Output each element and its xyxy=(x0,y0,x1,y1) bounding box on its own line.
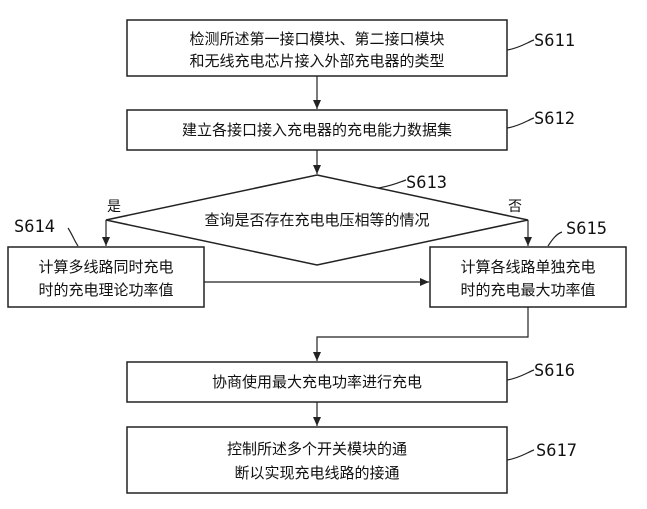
s612-leader xyxy=(506,117,535,129)
step-s613-diamond xyxy=(105,174,529,266)
step-s611: 检测所述第一接口模块、第二接口模块 和无线充电芯片接入外部充电器的类型 xyxy=(126,19,508,77)
step-s617-box xyxy=(126,426,508,494)
step-s615: 计算各线路单独充电 时的充电最大功率值 xyxy=(429,246,627,308)
step-s614-label: S614 xyxy=(14,217,55,237)
step-s611-label: S611 xyxy=(534,31,575,51)
s616-leader xyxy=(506,369,535,381)
connector-615-616 xyxy=(313,307,529,361)
step-s613: 查询是否存在充电电压相等的情况 xyxy=(105,174,529,266)
step-s613-label: S613 xyxy=(406,173,447,193)
step-s611-box xyxy=(126,19,508,77)
step-s612: 建立各接口接入充电器的充电能力数据集 xyxy=(126,109,508,151)
step-s617: 控制所述多个开关模块的通 断以实现充电线路的接通 xyxy=(126,426,508,494)
step-s617-label: S617 xyxy=(536,441,577,461)
step-s614-line2: 时的充电理论功率值 xyxy=(38,281,173,299)
step-s612-text: 建立各接口接入充电器的充电能力数据集 xyxy=(182,121,452,139)
step-s614: 计算多线路同时充电 时的充电理论功率值 xyxy=(7,246,205,308)
step-s611-line1: 检测所述第一接口模块、第二接口模块 xyxy=(189,30,444,48)
s611-leader xyxy=(506,39,535,51)
step-s614-box xyxy=(7,246,205,308)
s614-leader xyxy=(67,227,79,247)
step-s615-line1: 计算各线路单独充电 xyxy=(460,258,595,276)
step-s616-label: S616 xyxy=(534,361,575,381)
step-s612-label: S612 xyxy=(534,109,575,129)
step-s616-box xyxy=(126,361,508,403)
step-s615-label: S615 xyxy=(566,219,607,239)
s615-leader xyxy=(547,231,563,247)
step-s617-line2: 断以实现充电线路的接通 xyxy=(234,464,399,482)
step-s617-line1: 控制所述多个开关模块的通 xyxy=(227,440,407,458)
branch-no-label: 否 xyxy=(508,199,522,215)
step-s614-line1: 计算多线路同时充电 xyxy=(38,258,173,276)
step-s613-text: 查询是否存在充电电压相等的情况 xyxy=(204,211,429,229)
step-s612-box xyxy=(126,109,508,151)
branch-yes-label: 是 xyxy=(107,199,121,215)
step-s616-text: 协商使用最大充电功率进行充电 xyxy=(212,373,422,391)
step-s615-box xyxy=(429,246,627,308)
step-s615-line2: 时的充电最大功率值 xyxy=(460,281,595,299)
step-s616: 协商使用最大充电功率进行充电 xyxy=(126,361,508,403)
step-s611-line2: 和无线充电芯片接入外部充电器的类型 xyxy=(189,52,444,70)
s617-leader xyxy=(506,449,535,461)
s613-leader xyxy=(377,179,407,189)
